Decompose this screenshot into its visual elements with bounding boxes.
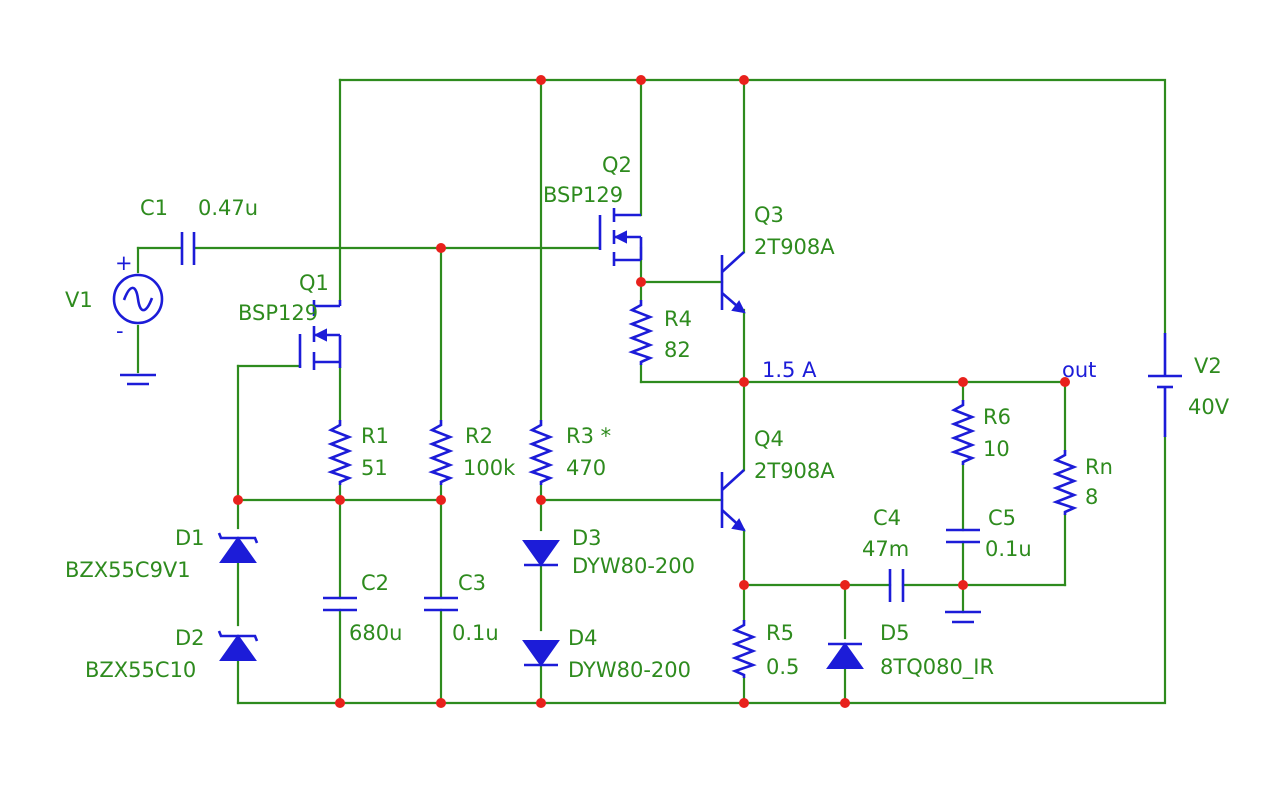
- q2-mosfet: [598, 208, 643, 266]
- q4-value-label: 2T908A: [754, 459, 835, 483]
- node: [739, 75, 749, 85]
- c1-capacitor: [180, 232, 196, 265]
- r3-resistor: [528, 420, 554, 485]
- rn-resistor: [1052, 450, 1078, 515]
- node: [536, 75, 546, 85]
- v2-dc-source: [1148, 333, 1182, 437]
- output-node-label: out: [1062, 358, 1096, 382]
- r2-resistor: [428, 420, 454, 485]
- d2-ref-label: D2: [175, 626, 205, 650]
- v2-value-label: 40V: [1188, 395, 1230, 419]
- node: [958, 377, 968, 387]
- v2-ref-label: V2: [1194, 354, 1222, 378]
- q2-value-label: BSP129: [543, 183, 623, 207]
- c2-ref-label: C2: [361, 571, 389, 595]
- d3-ref-label: D3: [572, 526, 602, 550]
- node: [739, 580, 749, 590]
- v1-ac-source: + -: [112, 251, 164, 386]
- node: [739, 377, 749, 387]
- d1-value-label: BZX55C9V1: [65, 558, 191, 582]
- d3-value-label: DYW80-200: [572, 554, 695, 578]
- r3-value-label: 470: [566, 456, 606, 480]
- node: [840, 698, 850, 708]
- c2-capacitor: [323, 596, 357, 612]
- r6-ref-label: R6: [983, 405, 1011, 429]
- c1-value-label: 0.47u: [198, 196, 258, 220]
- r6-resistor: [950, 400, 976, 465]
- c2-value-label: 680u: [349, 621, 402, 645]
- c5-ref-label: C5: [988, 506, 1016, 530]
- r5-resistor: [731, 620, 757, 678]
- r4-resistor: [628, 300, 654, 365]
- c3-capacitor: [424, 596, 458, 612]
- node: [436, 495, 446, 505]
- rn-ref-label: Rn: [1085, 455, 1113, 479]
- r1-resistor: [327, 420, 353, 485]
- node: [233, 495, 243, 505]
- v1-ref-label: V1: [65, 288, 93, 312]
- q3-ref-label: Q3: [754, 203, 784, 227]
- r5-ref-label: R5: [766, 621, 794, 645]
- d1-ref-label: D1: [175, 526, 205, 550]
- c4-capacitor: [888, 569, 905, 602]
- node: [636, 75, 646, 85]
- c4-value-label: 47m: [862, 537, 909, 561]
- d5-diode: [826, 642, 864, 669]
- node: [335, 495, 345, 505]
- r5-value-label: 0.5: [766, 655, 799, 679]
- node: [840, 580, 850, 590]
- junction-nodes: [233, 75, 1070, 708]
- r3-ref-label: R3 *: [566, 424, 611, 448]
- c4-ref-label: C4: [873, 506, 901, 530]
- r4-ref-label: R4: [664, 307, 692, 331]
- c3-value-label: 0.1u: [452, 621, 499, 645]
- c5-value-label: 0.1u: [985, 537, 1032, 561]
- node: [1060, 377, 1070, 387]
- r1-ref-label: R1: [361, 424, 389, 448]
- r4-value-label: 82: [664, 338, 691, 362]
- v1-plus-sign: +: [115, 251, 133, 275]
- r2-value-label: 100k: [463, 456, 516, 480]
- node: [739, 698, 749, 708]
- d4-diode: [522, 640, 560, 667]
- d2-zener-diode: [217, 630, 259, 661]
- r6-value-label: 10: [983, 437, 1010, 461]
- q2-ref-label: Q2: [602, 153, 632, 177]
- node: [536, 495, 546, 505]
- node: [958, 580, 968, 590]
- component-labels: V1 C1 0.47u Q1 BSP129 Q2 BSP129 Q3 2T908…: [65, 153, 1230, 682]
- d5-value-label: 8TQ080_IR: [880, 655, 994, 680]
- d2-value-label: BZX55C10: [85, 658, 196, 682]
- node: [436, 243, 446, 253]
- r2-ref-label: R2: [465, 424, 493, 448]
- q1-ref-label: Q1: [299, 271, 329, 295]
- q4-transistor: [720, 469, 746, 532]
- q3-value-label: 2T908A: [754, 235, 835, 259]
- d4-ref-label: D4: [568, 626, 598, 650]
- node: [335, 698, 345, 708]
- d1-zener-diode: [217, 532, 259, 563]
- node: [436, 698, 446, 708]
- current-annotation: 1.5 A: [762, 358, 817, 382]
- c5-capacitor: [946, 528, 980, 544]
- d5-ref-label: D5: [880, 621, 910, 645]
- v1-minus-sign: -: [116, 319, 124, 343]
- r1-value-label: 51: [361, 456, 388, 480]
- c3-ref-label: C3: [458, 571, 486, 595]
- c1-ref-label: C1: [140, 196, 168, 220]
- ground-symbol: [945, 610, 981, 624]
- d3-diode: [522, 540, 560, 567]
- node: [636, 277, 646, 287]
- wires: [136, 78, 1167, 705]
- node: [536, 698, 546, 708]
- d4-value-label: DYW80-200: [568, 658, 691, 682]
- q4-ref-label: Q4: [754, 427, 784, 451]
- rn-value-label: 8: [1085, 485, 1098, 509]
- q3-transistor: [720, 251, 746, 314]
- q1-mosfet: [298, 300, 342, 370]
- q1-value-label: BSP129: [238, 301, 318, 325]
